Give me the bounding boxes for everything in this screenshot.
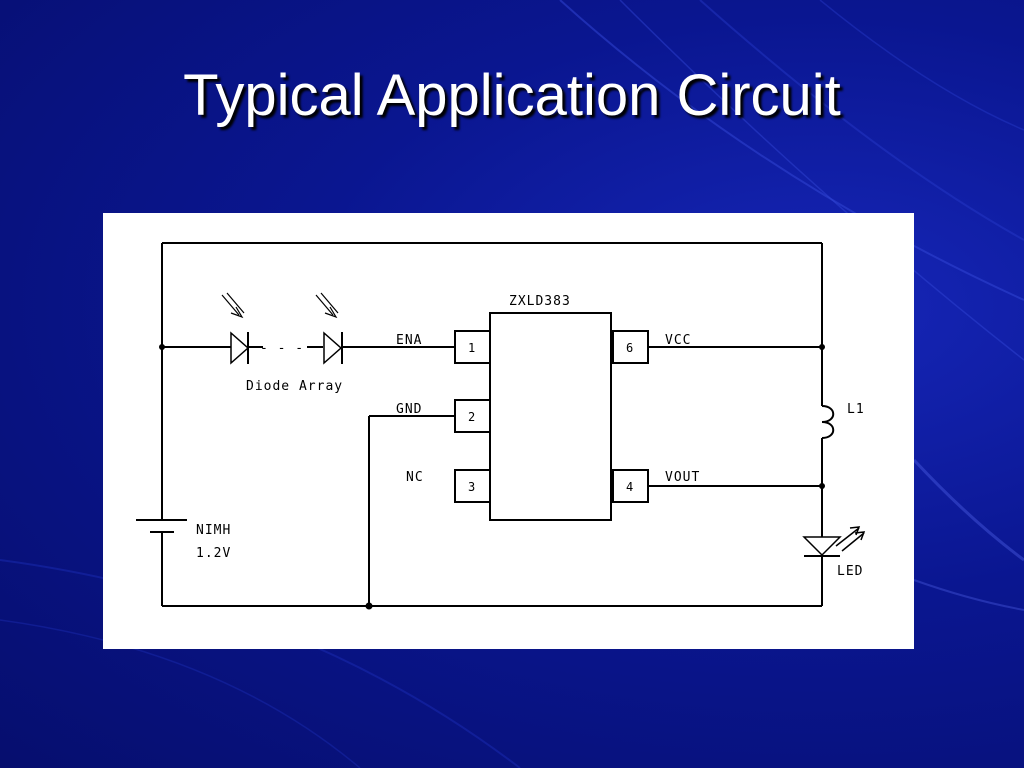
ic-body	[489, 312, 612, 521]
pin-number-2: 2	[468, 410, 475, 424]
junction-dot	[365, 602, 373, 610]
pin-box-3	[454, 469, 491, 503]
diode-separator: - - -	[260, 341, 304, 356]
pin-box-2	[454, 399, 491, 433]
inductor-label: L1	[847, 402, 865, 417]
slide-title: Typical Application Circuit	[183, 63, 841, 128]
circuit-diagram-panel: - - - Diode Array ZXLD383 1 2 3 6	[103, 213, 914, 649]
ic-name: ZXLD383	[509, 294, 571, 309]
pin-label-gnd: GND	[396, 402, 422, 417]
pin-label-vcc: VCC	[665, 333, 691, 348]
diode-array-label: Diode Array	[246, 379, 343, 394]
pin-number-3: 3	[468, 480, 475, 494]
inductor-icon	[821, 405, 835, 439]
pin-number-4: 4	[626, 480, 633, 494]
light-arrow-icon	[221, 292, 245, 319]
led-icon	[802, 526, 866, 557]
diode-icon	[323, 331, 343, 365]
junction-dot	[819, 483, 825, 489]
diode-icon	[230, 331, 250, 365]
pin-box-1	[454, 330, 491, 364]
pin-number-6: 6	[626, 341, 633, 355]
pin-label-vout: VOUT	[665, 470, 700, 485]
battery-icon	[136, 519, 187, 533]
circuit-diagram: - - - Diode Array ZXLD383 1 2 3 6	[136, 242, 866, 610]
led-label: LED	[837, 564, 863, 579]
pin-number-1: 1	[468, 341, 475, 355]
battery-label: NIMH	[196, 523, 231, 538]
pin-box-4	[612, 469, 649, 503]
pin-box-6	[612, 330, 649, 364]
pin-label-ena: ENA	[396, 333, 422, 348]
junction-dot	[819, 344, 825, 350]
battery-voltage: 1.2V	[196, 546, 231, 561]
junction-dot	[159, 344, 165, 350]
light-arrow-icon	[315, 292, 339, 319]
pin-label-nc: NC	[406, 470, 424, 485]
